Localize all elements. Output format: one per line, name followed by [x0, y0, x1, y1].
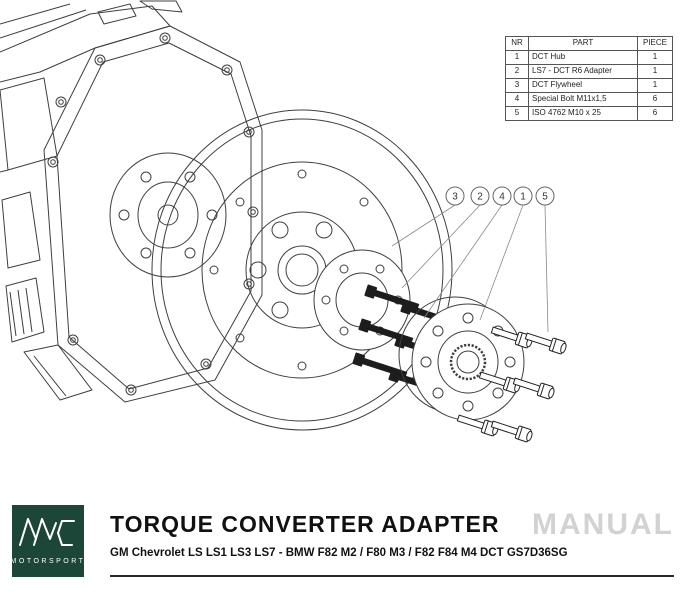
cap-screws-drawing [456, 326, 567, 443]
hub-drawing [398, 296, 525, 421]
cell-part: DCT Flywheel [528, 78, 638, 93]
callout-3-label: 3 [452, 192, 458, 203]
cell-piece: 6 [637, 92, 673, 107]
callout-1: 1 [513, 186, 533, 206]
table-row: 5 ISO 4762 M10 x 25 6 [505, 106, 673, 121]
page-title: TORQUE CONVERTER ADAPTER [110, 511, 500, 537]
header-piece: PIECE [637, 36, 673, 51]
pmc-logo-icon: MOTORSPORT [11, 518, 84, 565]
callout-1-label: 1 [520, 192, 526, 203]
cell-part: DCT Hub [528, 50, 638, 65]
parts-table-header-row: NR PART PIECE [505, 36, 673, 51]
callout-5: 5 [535, 186, 555, 206]
cell-piece: 1 [637, 64, 673, 79]
cell-part: Special Bolt M11x1,5 [528, 92, 638, 107]
header-nr: NR [505, 36, 529, 51]
bellhousing-bolt-holes [47, 32, 259, 396]
table-row: 4 Special Bolt M11x1,5 6 [505, 92, 673, 107]
table-row: 3 DCT Flywheel 1 [505, 78, 673, 93]
cell-nr: 5 [505, 106, 529, 121]
cell-nr: 2 [505, 64, 529, 79]
callout-balloons: 3 2 4 1 5 [445, 186, 555, 206]
callout-3: 3 [445, 186, 465, 206]
header-part: PART [528, 36, 638, 51]
table-row: 2 LS7 - DCT R6 Adapter 1 [505, 64, 673, 79]
callout-leaders [391, 204, 549, 333]
cell-piece: 6 [637, 106, 673, 121]
engine-block-drawing [0, 0, 263, 403]
callout-4-label: 4 [499, 192, 505, 203]
callout-4: 4 [492, 186, 512, 206]
technical-drawing: 3 2 4 1 5 [0, 0, 567, 443]
logo-wordmark: MOTORSPORT [12, 558, 84, 565]
cell-nr: 3 [505, 78, 529, 93]
cell-nr: 4 [505, 92, 529, 107]
cell-piece: 1 [637, 50, 673, 65]
cell-piece: 1 [637, 78, 673, 93]
parts-table: NR PART PIECE 1 DCT Hub 1 2 LS7 - DCT R6… [505, 36, 673, 121]
cell-nr: 1 [505, 50, 529, 65]
page-subtitle: GM Chevrolet LS LS1 LS3 LS7 - BMW F82 M2… [110, 546, 568, 559]
cell-part: ISO 4762 M10 x 25 [528, 106, 638, 121]
footer: MOTORSPORT TORQUE CONVERTER ADAPTER MANU… [11, 505, 674, 578]
cell-part: LS7 - DCT R6 Adapter [528, 64, 638, 79]
pmc-monogram-icon [19, 518, 75, 546]
callout-2: 2 [470, 186, 490, 206]
callout-2-label: 2 [477, 192, 483, 203]
footer-text-block: TORQUE CONVERTER ADAPTER MANUAL GM Chevr… [110, 505, 674, 578]
pmc-logo: MOTORSPORT [11, 505, 84, 577]
manual-label: MANUAL [532, 508, 674, 541]
exploded-view-drawing: 3 2 4 1 5 [0, 0, 567, 443]
table-row: 1 DCT Hub 1 [505, 50, 673, 65]
footer-divider [110, 575, 674, 577]
footer-title-row: TORQUE CONVERTER ADAPTER MANUAL [110, 508, 674, 541]
callout-5-label: 5 [542, 192, 548, 203]
